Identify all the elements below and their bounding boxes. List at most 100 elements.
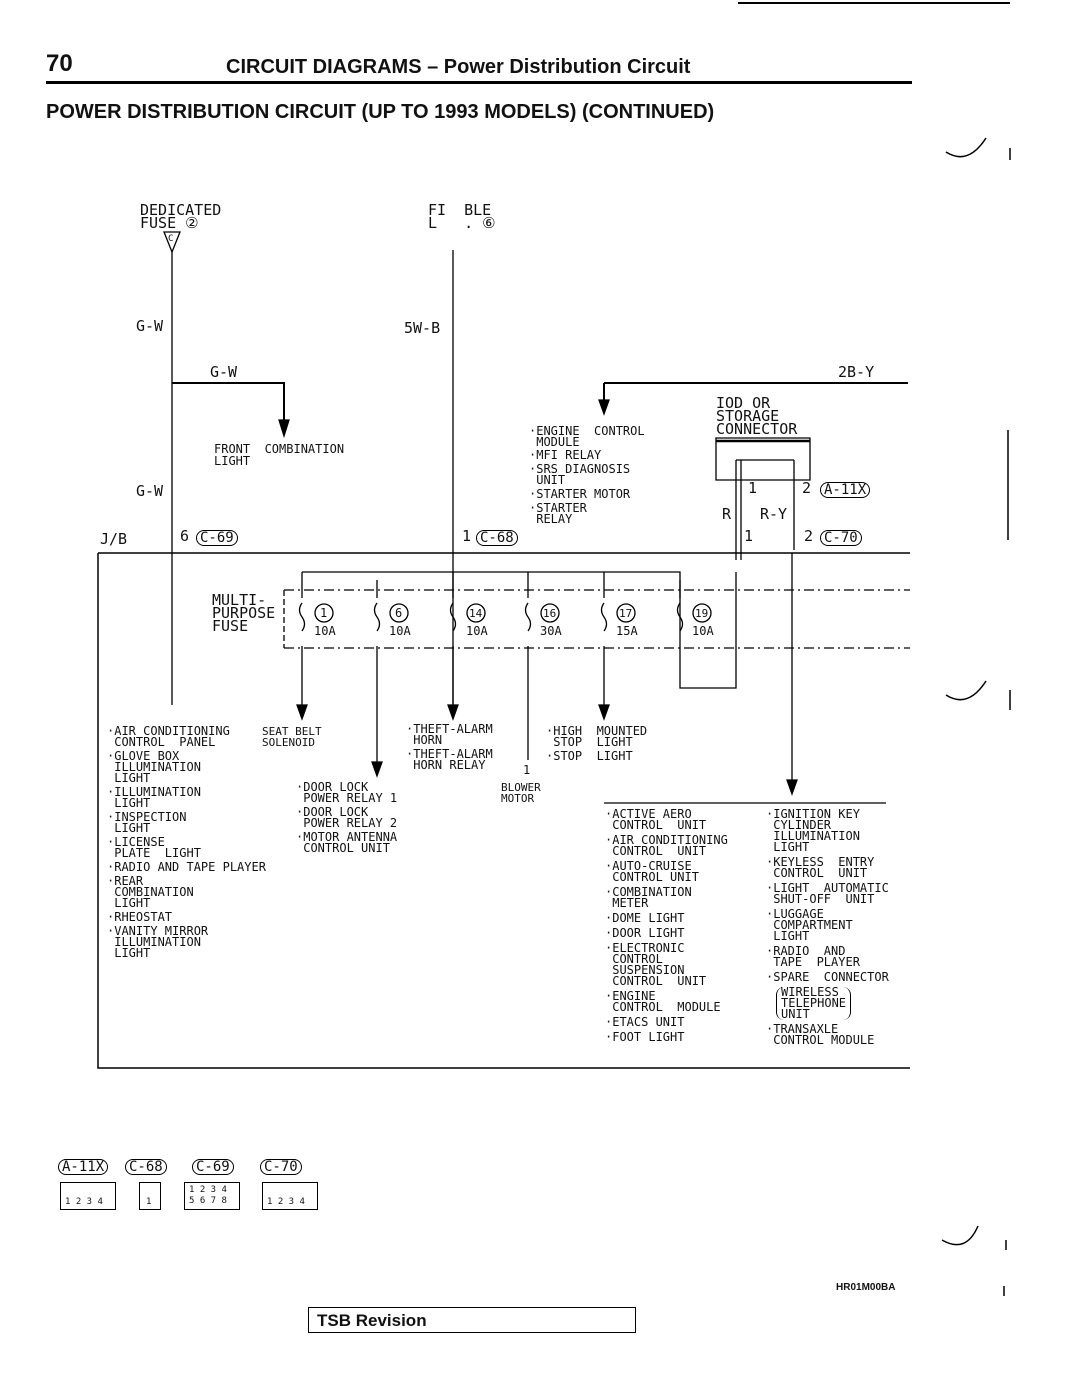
dedicated-fuse-tag: C (168, 234, 174, 244)
wire-r: R (722, 505, 732, 523)
load-item: ·AUTO-CRUISE CONTROL UNIT (605, 859, 699, 884)
load-item: ·STARTER RELAY (529, 501, 587, 526)
tsb-revision-box: TSB Revision (308, 1307, 636, 1333)
load-item: ·ENGINE CONTROL MODULE (529, 424, 645, 449)
load-item: ·DOOR LIGHT (605, 926, 685, 940)
load-item: ·IGNITION KEY CYLINDER ILLUMINATION LIGH… (766, 807, 860, 854)
blower-number: 1 (523, 763, 531, 777)
wire-g-w-1: G-W (136, 317, 164, 335)
wire-g-w-3: G-W (136, 482, 164, 500)
busbar (302, 571, 737, 689)
load-item: ·RADIO AND TAPE PLAYER (107, 860, 266, 874)
connector-c-69-tag: C-69 (196, 530, 238, 546)
load-item: ·MFI RELAY (529, 448, 602, 462)
ignition-load-list-mid: ·ACTIVE AERO CONTROL UNIT ·AIR CONDITION… (605, 807, 728, 1044)
iod-pin1-wire (735, 460, 742, 560)
load-item: ·STOP LIGHT (546, 749, 633, 763)
load-item: ·MOTOR ANTENNA CONTROL UNIT (296, 830, 398, 855)
wire-5w-b: 5W-B (404, 319, 441, 337)
load-item: ·GLOVE BOX ILLUMINATION LIGHT (107, 749, 201, 785)
load-item: ·SPARE CONNECTOR (766, 970, 889, 984)
load-item: ·TRANSAXLE CONTROL MODULE (766, 1022, 875, 1047)
load-item: ·HIGH MOUNTED STOP LIGHT (546, 724, 648, 749)
load-item: ·FOOT LIGHT (605, 1030, 685, 1044)
fuse-amperage: 30A (540, 624, 562, 638)
fuse-number: 19 (695, 607, 709, 620)
header-rule (46, 81, 912, 84)
arrow-f6 (371, 761, 383, 778)
arrow-front-comb (278, 419, 290, 439)
iod-pin-1: 1 (748, 479, 758, 497)
arrow-f1 (296, 704, 308, 721)
load-item: ·ELECTRONIC CONTROL SUSPENSION CONTROL U… (605, 941, 707, 988)
arrow-f14 (447, 704, 459, 721)
front-combination-light: FRONT COMBINATION LIGHT (214, 442, 345, 468)
connector-view-c-69-title: C-69 (192, 1159, 234, 1175)
connector-view-c-68: 1 (139, 1182, 161, 1210)
section-title: POWER DISTRIBUTION CIRCUIT (UP TO 1993 M… (46, 101, 715, 123)
iod-connector-label: IOD OR STORAGE CONNECTOR (716, 394, 798, 438)
load-item: ·ACTIVE AERO CONTROL UNIT (605, 807, 707, 832)
fuse-1-load-list: ·AIR CONDITIONING CONTROL PANEL ·GLOVE B… (107, 724, 266, 960)
stop-load-list: ·HIGH MOUNTED STOP LIGHT ·STOP LIGHT (546, 724, 648, 763)
figure-code: HR01M00BA (836, 1282, 896, 1293)
jb-pin-6: 6 (180, 527, 190, 545)
load-item: ·DOOR LOCK POWER RELAY 1 (296, 780, 398, 805)
load-item: ·ILLUMINATION LIGHT (107, 785, 201, 810)
fuse-number: 14 (469, 607, 483, 620)
load-item: ·RHEOSTAT (107, 910, 173, 924)
fusible-link-label: FI BLE L . ⑥ (428, 201, 496, 232)
load-item: ·STARTER MOTOR (529, 487, 631, 501)
wire-g-w-2: G-W (210, 363, 238, 381)
iod-pin-2b: 2 (804, 527, 814, 545)
multi-purpose-fuse-label: MULTI- PURPOSE FUSE (212, 591, 276, 635)
fuse-amperage: 10A (314, 624, 336, 638)
jb-pin-1: 1 (462, 527, 472, 545)
load-item: ·AIR CONDITIONING CONTROL PANEL (107, 724, 230, 749)
fuse-amperage: 10A (389, 624, 411, 638)
fuse-number: 1 (320, 606, 328, 620)
seat-belt-solenoid: SEAT BELT SOLENOID (262, 725, 322, 749)
load-item: ·VANITY MIRROR ILLUMINATION LIGHT (107, 924, 209, 960)
load-item: ·RADIO AND TAPE PLAYER (766, 944, 860, 969)
load-item: ·ETACS UNIT (605, 1015, 685, 1029)
load-item: ·INSPECTION LIGHT (107, 810, 187, 835)
iod-box (715, 437, 811, 481)
connector-view-a-11x: 1 2 3 4 (60, 1182, 116, 1210)
jb-box (97, 553, 910, 1069)
load-item: ·THEFT-ALARM HORN (406, 722, 493, 747)
fuse-tag-triangle (163, 231, 181, 254)
connector-c-70-tag: C-70 (820, 530, 862, 546)
connector-view-c-70: 1 2 3 4 (262, 1182, 318, 1210)
jb-label: J/B (100, 530, 128, 548)
arrow-engine (598, 399, 610, 416)
blower-motor: BLOWER MOTOR (501, 781, 541, 805)
connector-pins: 1 2 3 4 (267, 1197, 305, 1207)
load-item: ·DOME LIGHT (605, 911, 685, 925)
wire-2b-y: 2B-Y (838, 363, 875, 381)
load-item: ·COMBINATION METER (605, 885, 692, 910)
connector-a-11x-tag: A-11X (820, 482, 871, 498)
connector-view-c-69: 1 2 3 4 5 6 7 8 (184, 1182, 240, 1210)
ignition-load-list-right: ·IGNITION KEY CYLINDER ILLUMINATION LIGH… (766, 807, 889, 1047)
top-right-rule (738, 2, 1010, 4)
load-item: WIRELESS TELEPHONE UNIT (776, 986, 852, 1020)
fuse-number: 17 (619, 607, 633, 620)
g-w-branch (172, 382, 285, 420)
load-item: ·AIR CONDITIONING CONTROL UNIT (605, 833, 728, 858)
connector-view-a-11x-title: A-11X (58, 1159, 109, 1175)
fuse-amperage: 10A (466, 624, 488, 638)
iod-pin-2: 2 (802, 479, 812, 497)
page-title: CIRCUIT DIAGRAMS – Power Distribution Ci… (226, 56, 691, 78)
load-item: ·SRS DIAGNOSIS UNIT (529, 462, 631, 487)
theft-load-list: ·THEFT-ALARM HORN ·THEFT-ALARM HORN RELA… (406, 722, 493, 771)
door-load-list: ·DOOR LOCK POWER RELAY 1 ·DOOR LOCK POWE… (296, 780, 398, 855)
load-item: ·ENGINE CONTROL MODULE (605, 989, 721, 1014)
arrow-iod (786, 779, 798, 796)
arrow-f17 (598, 704, 610, 721)
connector-pins: 1 (146, 1197, 152, 1207)
fuse-amperage: 10A (692, 624, 714, 638)
load-item: ·REAR COMBINATION LIGHT (107, 874, 194, 910)
connector-c-68-tag: C-68 (476, 530, 518, 546)
